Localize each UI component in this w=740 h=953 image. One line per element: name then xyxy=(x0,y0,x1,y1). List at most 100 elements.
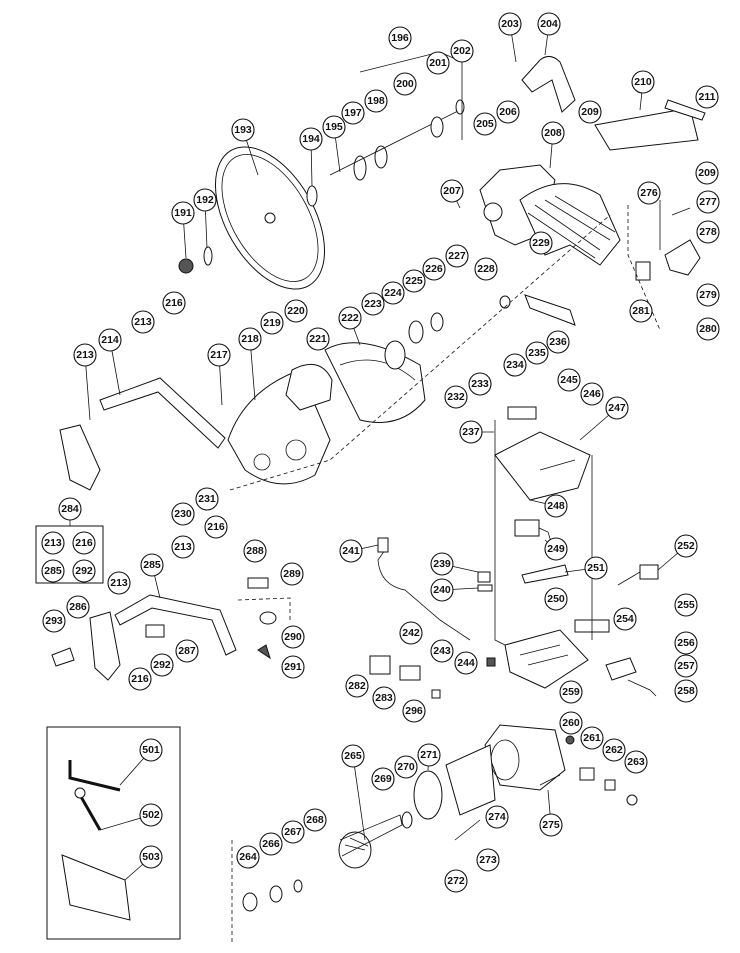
callout-239: 239 xyxy=(430,552,454,576)
callout-268: 268 xyxy=(303,808,327,832)
callout-number: 228 xyxy=(477,263,495,275)
guard-plate xyxy=(285,363,333,411)
callout-232: 232 xyxy=(444,385,468,409)
callout-number: 241 xyxy=(342,545,360,557)
callout-number: 290 xyxy=(284,631,302,643)
callout-214: 214 xyxy=(98,328,122,352)
callout-number: 247 xyxy=(608,402,626,414)
callout-number: 272 xyxy=(447,875,465,887)
callout-number: 292 xyxy=(75,565,93,577)
callout-number: 245 xyxy=(560,374,578,386)
callout-225: 225 xyxy=(402,269,426,293)
guard-cover-strip xyxy=(664,99,706,121)
callout-number: 195 xyxy=(325,121,343,133)
callout-number: 209 xyxy=(581,106,599,118)
callout-275: 275 xyxy=(539,813,563,837)
roller xyxy=(259,611,277,625)
callout-number: 257 xyxy=(677,660,695,672)
callout-220: 220 xyxy=(284,299,308,323)
dust-bag xyxy=(61,854,131,921)
callout-276: 276 xyxy=(637,181,661,205)
callout-number: 284 xyxy=(61,503,79,515)
callout-number: 266 xyxy=(262,838,280,850)
callout-292: 292 xyxy=(72,559,96,583)
callout-number: 291 xyxy=(284,661,302,673)
cord-clamp xyxy=(477,571,493,592)
callout-number: 258 xyxy=(677,685,695,697)
callout-279: 279 xyxy=(696,283,720,307)
callout-number: 273 xyxy=(479,854,497,866)
callout-252: 252 xyxy=(674,534,698,558)
callout-number: 223 xyxy=(364,298,382,310)
callout-243: 243 xyxy=(430,639,454,663)
callout-number: 232 xyxy=(447,391,465,403)
callout-208: 208 xyxy=(541,121,565,145)
callout-number: 244 xyxy=(457,657,475,669)
callout-number: 197 xyxy=(344,107,362,119)
callout-245: 245 xyxy=(557,368,581,392)
callout-number: 213 xyxy=(110,577,128,589)
saw-blade xyxy=(214,146,326,290)
callout-number: 242 xyxy=(402,627,420,639)
callout-number: 231 xyxy=(198,493,216,505)
callout-281: 281 xyxy=(629,299,653,323)
callout-288: 288 xyxy=(243,539,267,563)
callout-203: 203 xyxy=(498,12,522,36)
callout-271: 271 xyxy=(417,743,441,767)
callout-number: 207 xyxy=(443,185,461,197)
small-plate xyxy=(145,624,165,638)
callout-227: 227 xyxy=(445,244,469,268)
callout-200: 200 xyxy=(393,72,417,96)
callout-number: 270 xyxy=(397,761,415,773)
callout-273: 273 xyxy=(476,848,500,872)
callout-number: 275 xyxy=(542,819,560,831)
callout-192: 192 xyxy=(193,188,217,212)
callout-218: 218 xyxy=(238,327,262,351)
callout-210: 210 xyxy=(631,70,655,94)
link-arm-alt xyxy=(114,594,237,656)
handle xyxy=(521,56,576,113)
callout-number: 205 xyxy=(476,118,494,130)
callout-217: 217 xyxy=(207,343,231,367)
safety-cover xyxy=(324,342,426,423)
callout-number: 263 xyxy=(627,756,645,768)
callout-number: 243 xyxy=(433,645,451,657)
alt-base-bracket xyxy=(51,611,121,681)
callout-number: 296 xyxy=(405,705,423,717)
callout-221: 221 xyxy=(306,327,330,351)
callout-285: 285 xyxy=(140,553,164,577)
spring-assembly xyxy=(384,312,444,370)
callout-number: 230 xyxy=(174,508,192,520)
callout-number: 216 xyxy=(75,537,93,549)
terminal-block xyxy=(369,655,441,699)
callout-219: 219 xyxy=(260,311,284,335)
bearings xyxy=(242,811,413,912)
callout-number: 267 xyxy=(284,826,302,838)
callout-229: 229 xyxy=(529,231,553,255)
link-arm xyxy=(99,377,226,449)
callout-number: 221 xyxy=(309,333,327,345)
callout-number: 214 xyxy=(101,334,119,346)
callout-216: 216 xyxy=(204,515,228,539)
link-plate xyxy=(499,294,576,326)
callout-number: 239 xyxy=(433,558,451,570)
callout-274: 274 xyxy=(485,805,509,829)
callout-number: 261 xyxy=(583,732,601,744)
callout-228: 228 xyxy=(474,257,498,281)
callout-226: 226 xyxy=(422,257,446,281)
callout-222: 222 xyxy=(338,306,362,330)
callout-number: 226 xyxy=(425,263,443,275)
callout-213: 213 xyxy=(171,535,195,559)
callout-number: 217 xyxy=(210,349,228,361)
callout-number: 502 xyxy=(142,809,160,821)
screw xyxy=(486,657,496,667)
callout-258: 258 xyxy=(674,679,698,703)
spindle-gear xyxy=(430,99,465,138)
callout-number: 209 xyxy=(698,167,716,179)
brush-cap xyxy=(565,735,638,806)
callout-291: 291 xyxy=(281,655,305,679)
callout-272: 272 xyxy=(444,869,468,893)
callout-256: 256 xyxy=(674,631,698,655)
callout-number: 193 xyxy=(234,124,252,136)
